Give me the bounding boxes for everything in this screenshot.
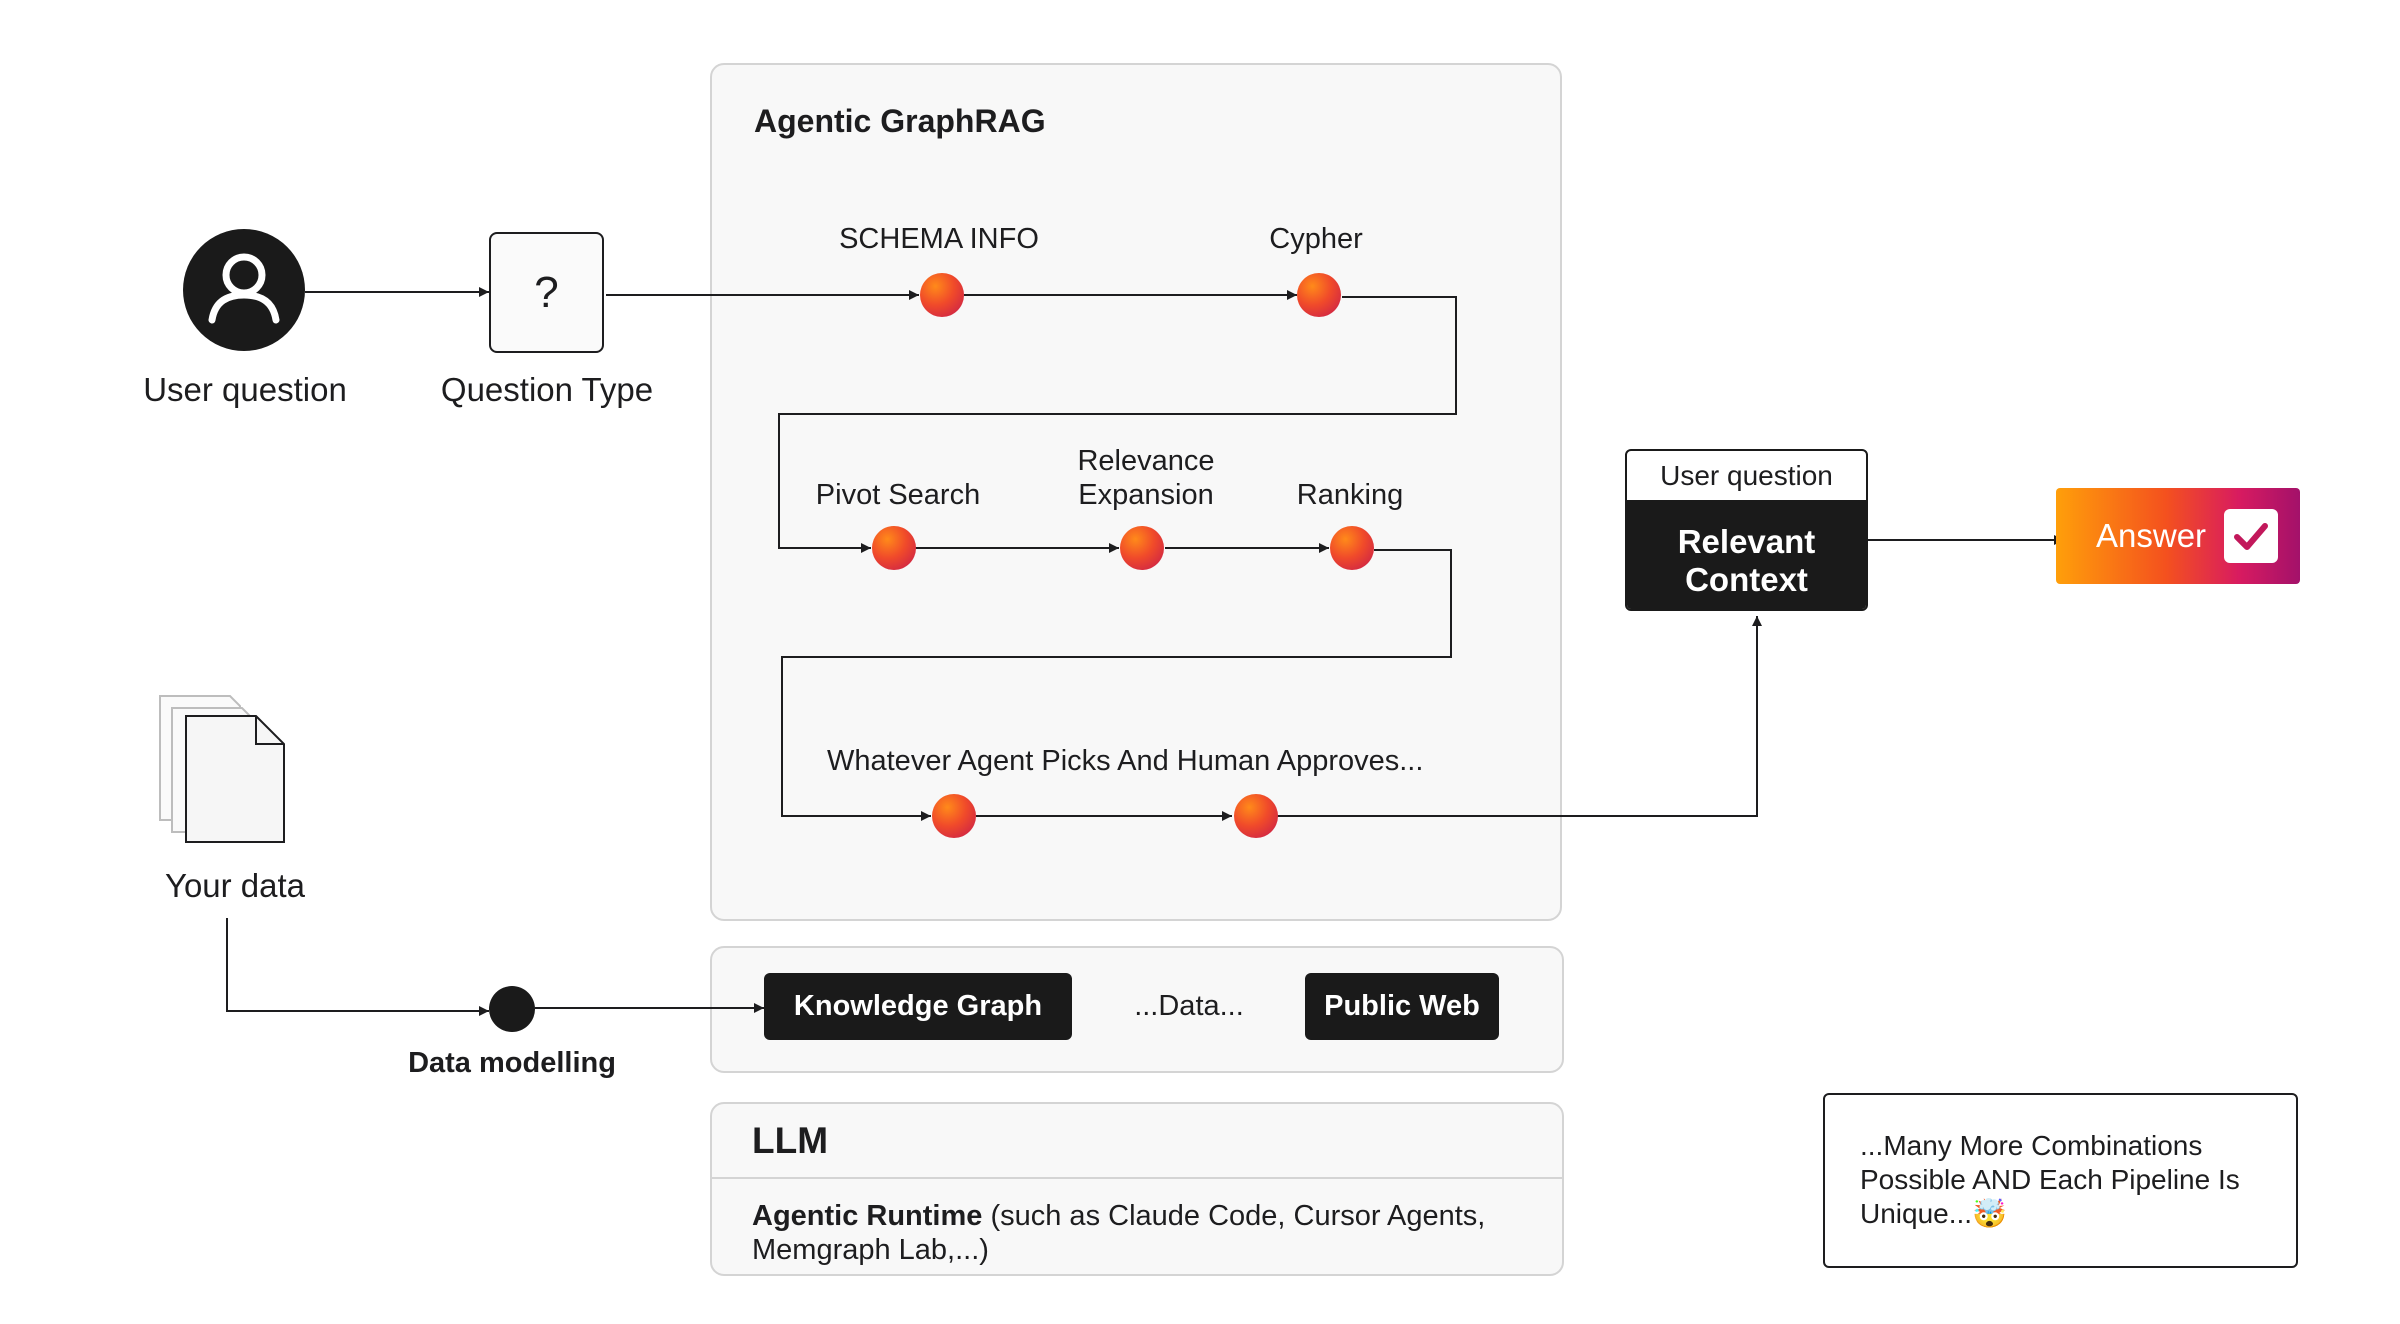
llm-title: LLM <box>712 1104 1562 1179</box>
ranking-label: Ranking <box>1296 479 1404 511</box>
wire-ranking-to-row3 <box>781 549 1452 821</box>
relevant-context-box: User question Relevant Context <box>1625 449 1868 611</box>
wire-row3-to-context <box>1277 616 1762 817</box>
wire-cypher-to-pivot <box>778 296 1457 553</box>
agent-pick-node-2[interactable] <box>1234 794 1278 838</box>
runtime-bold: Agentic Runtime <box>752 1200 983 1232</box>
user-icon <box>208 253 280 324</box>
knowledge-graph-box: Knowledge Graph <box>764 973 1072 1040</box>
public-web-box: Public Web <box>1305 973 1499 1040</box>
data-modelling-label: Data modelling <box>408 1047 616 1079</box>
data-middle-label: ...Data... <box>1134 990 1244 1022</box>
graphrag-title: Agentic GraphRAG <box>754 103 1046 139</box>
note-line3: Unique...🤯 <box>1860 1198 2007 1229</box>
llm-panel: LLM Agentic Runtime (such as Claude Code… <box>710 1102 1564 1276</box>
schema-info-node[interactable] <box>920 273 964 317</box>
combinations-note: ...Many More Combinations Possible AND E… <box>1823 1093 2298 1268</box>
pivot-search-node[interactable] <box>872 526 916 570</box>
question-type-box: ? <box>489 232 604 353</box>
document-stack-icon <box>159 695 285 843</box>
relevant-context-label: Relevant Context <box>1627 502 1866 609</box>
wire-data-to-modelling <box>226 918 489 1016</box>
runtime-line2: Memgraph Lab,...) <box>752 1234 989 1266</box>
user-avatar <box>183 229 305 351</box>
question-type-label: Question Type <box>440 371 654 408</box>
agent-pick-node-1[interactable] <box>932 794 976 838</box>
relevance-expansion-node[interactable] <box>1120 526 1164 570</box>
cypher-node[interactable] <box>1297 273 1341 317</box>
relevant-context-line2: Context <box>1685 561 1808 598</box>
agent-picks-label: Whatever Agent Picks And Human Approves.… <box>827 745 1424 777</box>
your-data-label: Your data <box>164 867 306 904</box>
note-line1: ...Many More Combinations <box>1860 1130 2203 1161</box>
ranking-node[interactable] <box>1330 526 1374 570</box>
pivot-search-label: Pivot Search <box>815 479 981 511</box>
cypher-label: Cypher <box>1269 223 1363 255</box>
note-line2: Possible AND Each Pipeline Is <box>1860 1164 2240 1195</box>
relevant-context-line1: Relevant <box>1677 523 1816 560</box>
answer-check-box <box>2224 509 2279 563</box>
relevance-label-1: Relevance <box>1077 445 1215 477</box>
llm-runtime-text: Agentic Runtime (such as Claude Code, Cu… <box>752 1199 1522 1267</box>
graphrag-panel <box>710 63 1562 921</box>
user-question-label: User question <box>143 371 347 408</box>
question-mark: ? <box>534 267 559 317</box>
context-user-question: User question <box>1627 451 1866 502</box>
schema-info-label: SCHEMA INFO <box>839 223 1039 255</box>
runtime-rest: (such as Claude Code, Cursor Agents, <box>982 1200 1486 1232</box>
data-modelling-node[interactable] <box>489 986 535 1032</box>
answer-box: Answer <box>2056 488 2300 584</box>
answer-label: Answer <box>2096 517 2207 554</box>
checkmark-icon <box>2234 523 2269 550</box>
relevance-label-2: Expansion <box>1078 479 1214 511</box>
